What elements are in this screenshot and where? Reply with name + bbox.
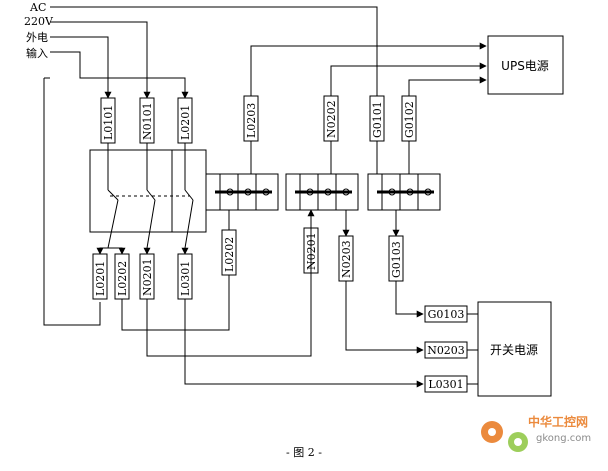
svg-text:输入: 输入 <box>26 46 48 60</box>
svg-text:N0203: N0203 <box>340 240 353 278</box>
svg-text:L0203: L0203 <box>245 103 258 138</box>
bottom-wire-tags: L0201 L0202 N0201 L0301 <box>92 253 193 300</box>
ups-label: UPS电源 <box>501 59 549 73</box>
psu-input-tags: G0103 N0203 L0301 <box>424 305 468 393</box>
svg-text:N0101: N0101 <box>141 102 154 140</box>
svg-text:N0202: N0202 <box>325 100 338 138</box>
svg-text:L0202: L0202 <box>223 237 236 272</box>
route-n0201 <box>146 273 312 357</box>
terminal-block-1 <box>205 173 279 211</box>
ups-power-supply <box>487 35 564 95</box>
svg-text:G0103: G0103 <box>428 308 465 321</box>
svg-text:220V: 220V <box>24 15 54 28</box>
switching-power-supply <box>477 301 552 397</box>
breaker-block <box>89 143 207 249</box>
switching-psu-label: 开关电源 <box>490 343 538 357</box>
ups-wire-g <box>408 76 487 96</box>
mid-wire-tags: L0202 N0201 N0203 G0103 <box>221 227 404 282</box>
ups-wire-n <box>330 62 487 96</box>
svg-text:gkong.com: gkong.com <box>536 433 591 444</box>
svg-text:G0103: G0103 <box>390 241 403 278</box>
route-n0203 <box>345 281 424 354</box>
out-l0201 <box>96 247 108 255</box>
top-wire-tags: L0101 N0101 L0201 L0203 N0202 G0101 G010… <box>100 95 417 144</box>
figure-caption: - 图 2 - <box>286 446 322 459</box>
route-l0202 <box>121 275 230 331</box>
out-l0202 <box>108 247 126 255</box>
svg-text:AC: AC <box>29 1 46 14</box>
svg-text:外电: 外电 <box>26 31 48 44</box>
svg-text:L0201: L0201 <box>179 105 192 140</box>
route-g0103 <box>395 281 424 318</box>
svg-text:L0301: L0301 <box>428 378 463 391</box>
svg-text:L0301: L0301 <box>179 261 192 296</box>
terminal-block-3 <box>367 173 441 211</box>
svg-text:N0203: N0203 <box>427 344 465 357</box>
terminal-block-2 <box>285 173 359 211</box>
svg-text:中华工控网: 中华工控网 <box>528 414 588 429</box>
svg-text:L0101: L0101 <box>102 105 115 140</box>
svg-text:N0201: N0201 <box>141 258 154 296</box>
svg-text:L0201: L0201 <box>94 261 107 296</box>
svg-text:G0101: G0101 <box>371 101 384 138</box>
svg-text:G0102: G0102 <box>403 101 416 138</box>
svg-text:L0202: L0202 <box>116 261 129 296</box>
ac-input-label: AC 220V 外电 输入 <box>24 1 54 60</box>
gkong-watermark: 中华工控网 gkong.com <box>481 414 591 452</box>
ups-wire-l <box>250 42 487 96</box>
input-wires <box>43 6 378 326</box>
route-l0301 <box>184 299 424 388</box>
